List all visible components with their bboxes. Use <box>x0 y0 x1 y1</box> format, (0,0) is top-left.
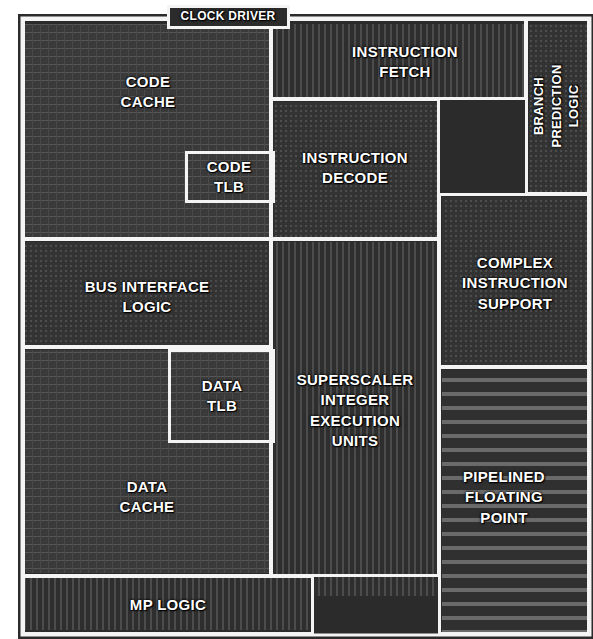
chip-region: CLOCK DRIVER <box>167 5 290 29</box>
region-label: SUPERSCALER INTEGER EXECUTION UNITS <box>293 370 418 451</box>
cache-texture <box>24 24 270 238</box>
region-label: DATA TLB <box>197 376 247 417</box>
region-label: CODE CACHE <box>113 72 183 113</box>
chip-region: INSTRUCTION FETCH <box>270 18 527 100</box>
die-ground <box>18 14 593 639</box>
region-label: PIPELINED FLOATING POINT <box>452 467 557 528</box>
region-label: MP LOGIC <box>130 595 206 615</box>
region-label: INSTRUCTION DECODE <box>290 148 420 189</box>
chip-region: COMPLEX INSTRUCTION SUPPORT <box>438 193 590 368</box>
region-label: BRANCH PREDICTION LOGIC <box>530 56 583 156</box>
chip-region: CODE CACHE CODE TLB <box>22 18 272 240</box>
chip-region: DATA TLB <box>168 349 275 443</box>
logic-texture <box>274 24 525 98</box>
logic-texture <box>274 242 438 596</box>
logic-texture <box>442 197 588 366</box>
chip-region: BRANCH PREDICTION LOGIC <box>525 18 590 195</box>
logic-texture <box>24 242 270 346</box>
region-label: BUS INTERFACE LOGIC <box>67 277 227 318</box>
die-outline <box>22 18 590 635</box>
chip-region: MP LOGIC <box>22 575 314 635</box>
cache-texture <box>24 350 270 573</box>
logic-texture <box>24 577 310 630</box>
chip-region: SUPERSCALER INTEGER EXECUTION UNITS <box>270 238 440 577</box>
region-label: CLOCK DRIVER <box>181 8 276 24</box>
chip-region: DATA CACHE DATA TLB <box>22 346 272 577</box>
fpu-texture <box>442 370 588 633</box>
region-label: COMPLEX INSTRUCTION SUPPORT <box>450 253 580 314</box>
chip-region: CODE TLB <box>185 151 275 203</box>
chip-region: INSTRUCTION DECODE <box>270 98 440 240</box>
chip-region: PIPELINED FLOATING POINT <box>438 366 590 635</box>
logic-texture <box>274 102 438 238</box>
region-label: DATA CACHE <box>112 477 182 518</box>
region-label: INSTRUCTION FETCH <box>340 42 470 83</box>
chip-region: BUS INTERFACE LOGIC <box>22 238 272 348</box>
region-label: CODE TLB <box>204 157 254 198</box>
logic-texture <box>529 24 588 193</box>
